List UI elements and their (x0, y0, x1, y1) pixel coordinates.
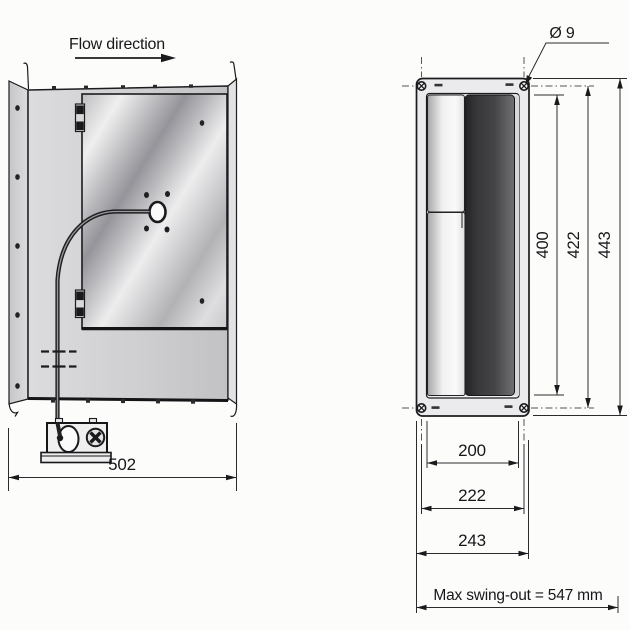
dim-400: 400 (534, 95, 560, 395)
cable-break-marks (41, 350, 77, 368)
dim-443: 443 (596, 78, 623, 416)
dim-243: 243 (416, 531, 529, 557)
dim-400-label: 400 (534, 232, 552, 259)
right-flange (227, 61, 238, 417)
rail-slots (431, 83, 514, 409)
dim-243-label: 243 (458, 531, 486, 550)
terminal-screw-icon (85, 427, 106, 448)
hinge-top (74, 103, 86, 133)
left-flange (8, 62, 30, 417)
side-channel-upper (426, 94, 466, 213)
flow-direction-label: Flow direction (69, 36, 165, 53)
edge-tabs (51, 84, 195, 404)
mounting-hole-icon (416, 81, 427, 92)
dim-222: 222 (421, 486, 524, 512)
junction-box-base (40, 451, 112, 464)
dim-200: 200 (427, 441, 519, 466)
height-extension-lines (533, 78, 627, 416)
mounting-hole-icon (416, 402, 427, 413)
inner-edge-strip (514, 95, 519, 396)
hole-diameter-label: Ø 9 (549, 25, 574, 42)
mounting-holes (416, 81, 529, 413)
side-view: Flow direction (8, 36, 238, 491)
mounting-hole-icon (518, 402, 529, 413)
dim-502: 502 (8, 423, 237, 491)
rivets (15, 105, 205, 389)
grommet-screw-holes (144, 191, 170, 233)
dim-200-label: 200 (458, 441, 486, 460)
flange-curl-bottom-right (230, 403, 238, 417)
dim-443-label: 443 (596, 232, 614, 259)
dim-222-label: 222 (458, 486, 486, 505)
flange-curl-top-left (23, 62, 30, 90)
center-lines (402, 57, 594, 441)
dim-422: 422 (565, 86, 591, 408)
fan-impeller-housing (464, 94, 515, 396)
hinge-bottom (74, 289, 86, 319)
flow-arrow-head-icon (161, 53, 176, 63)
hole-diameter-callout: Ø 9 (525, 25, 609, 85)
flow-direction-annotation: Flow direction (69, 36, 176, 63)
dim-swing-out: Max swing-out = 547 mm (416, 587, 618, 611)
dim-swing-out-label: Max swing-out = 547 mm (433, 587, 602, 604)
flange-curl-top-right (229, 61, 237, 80)
junction-box (40, 417, 112, 464)
dim-422-label: 422 (565, 232, 583, 259)
power-cable (55, 209, 150, 423)
mounting-hole-icon (518, 81, 529, 92)
side-channel-lower (426, 211, 466, 397)
dim-502-label: 502 (108, 455, 136, 474)
width-extension-lines (416, 421, 619, 613)
front-view: Ø 9 400 422 443 (402, 25, 627, 613)
cable-grommet (144, 191, 170, 233)
flange-curl-bottom-left (8, 400, 19, 417)
